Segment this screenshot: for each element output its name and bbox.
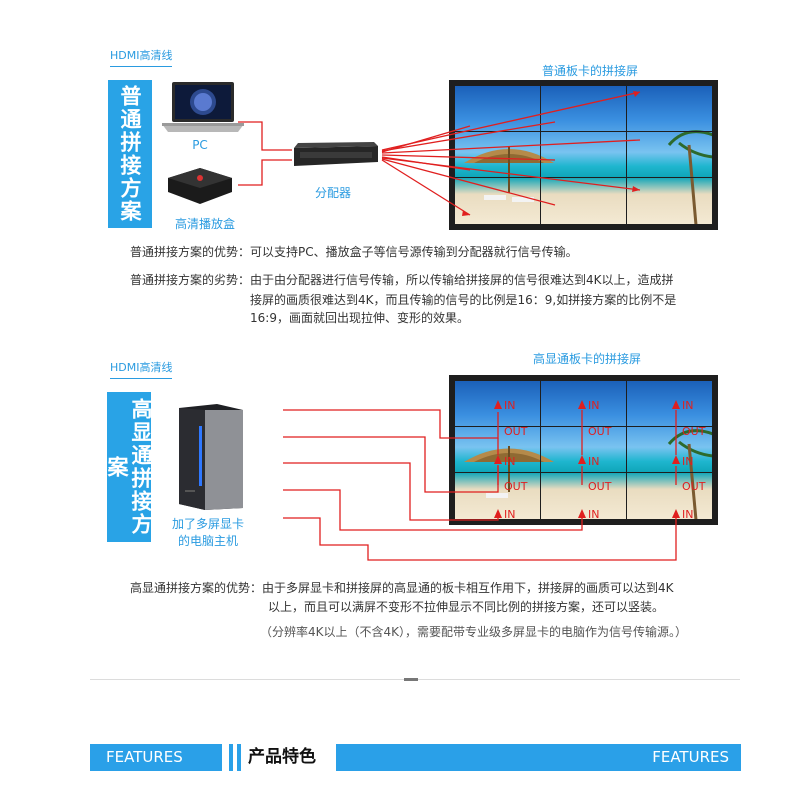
splitter-label: 分配器 [314,186,351,200]
set-top-box-image [160,160,240,210]
player-box-label: 高清播放盒 [174,217,235,231]
port-out-label: OUT [588,425,612,438]
normal-disadvantage-line3: 16:9，画面就回出现拉伸、变形的效果。 [250,311,469,325]
hdmi-cable-label-2: HDMI高清线 [110,359,173,379]
divider-marker [404,678,418,681]
splitter-device [290,140,382,170]
hd-advantage-line2: 以上，而且可以满屏不变形不拉伸显示不同比例的拼接方案，还可以竖装。 [268,600,665,614]
normal-screen-title: 普通板卡的拼接屏 [541,64,638,78]
port-in-label: IN [682,508,694,521]
normal-disadvantage-line2: 接屏的画质很难达到4K，而且传输的信号的比例是16：9,如拼接方案的比例不是 [250,293,677,307]
wall-cell [626,472,713,520]
port-in-label: IN [682,455,694,468]
port-in-label: IN [588,508,600,521]
port-in-label: IN [588,399,600,412]
hd-scheme-banner: 高显通拼接方案 [105,392,153,542]
features-title: 产品特色 [248,747,316,767]
pc-tower-image [175,400,247,512]
features-left-bar: FEATURES [90,744,222,771]
normal-advantage-text: 普通拼接方案的优势：可以支持PC、播放盒子等信号源传输到分配器就行信号传输。 [130,245,578,259]
port-out-label: OUT [682,425,706,438]
title-accent-bar [237,744,241,771]
hd-advantage-line1: 高显通拼接方案的优势：由于多屏显卡和拼接屏的高显通的板卡相互作用下，拼接屏的画质… [130,581,674,595]
normal-video-wall [449,80,718,230]
features-right-bar: FEATURES [336,744,741,771]
title-accent-bar [229,744,233,771]
port-in-label: IN [504,508,516,521]
splitter-connectors [238,91,641,216]
daisy-chain-links [497,410,677,485]
port-in-label: IN [682,399,694,412]
wall-cell [626,177,713,225]
beach-scene-2 [464,429,713,520]
normal-scheme-banner-text: 普通拼接方案 [118,85,142,223]
features-right-text: FEATURES [652,748,729,766]
port-out-label: OUT [682,480,706,493]
hd-note: （分辨率4K以上（不含4K），需要配带专业级多屏显卡的电脑作为信号传输源。） [260,625,688,639]
port-in-label: IN [504,399,516,412]
features-left-text: FEATURES [106,748,183,766]
pc-with-gpu-label-line1: 加了多屏显卡 [171,517,244,531]
hd-screen-title: 高显通板卡的拼接屏 [532,352,641,366]
hd-scheme-banner-text: 高显通拼接方案 [105,398,153,536]
port-out-label: OUT [588,480,612,493]
pc-label: PC [192,138,208,152]
splitter-fan-lines [381,91,641,216]
normal-disadvantage-line1: 普通拼接方案的劣势：由于由分配器进行信号传输，所以传输给拼接屏的信号很难达到4K… [130,273,674,287]
port-in-label: IN [588,455,600,468]
port-out-label: OUT [504,480,528,493]
pc-with-gpu-label-line2: 的电脑主机 [177,534,238,548]
laptop-image [158,80,248,138]
normal-scheme-banner: 普通拼接方案 [108,80,152,228]
hdmi-cable-label-1: HDMI高清线 [110,47,173,67]
port-out-label: OUT [504,425,528,438]
port-in-label: IN [504,455,516,468]
